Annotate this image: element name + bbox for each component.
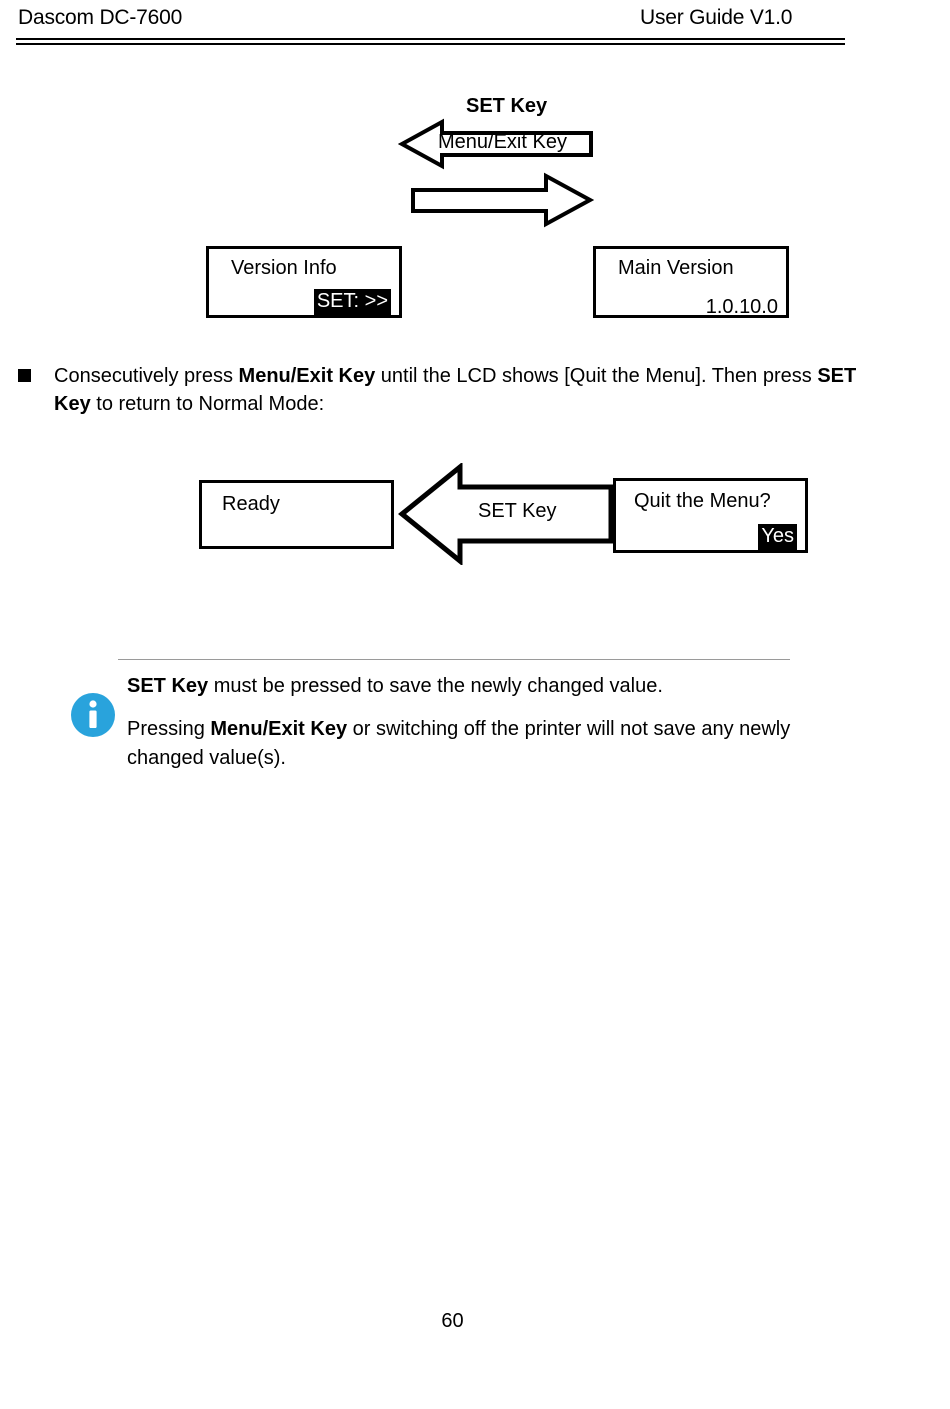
header-guide-title: User Guide V1.0	[640, 6, 793, 29]
note-paragraph-2: Pressing Menu/Exit Key or switching off …	[127, 715, 797, 773]
note-paragraph-1: SET Key must be pressed to save the newl…	[127, 672, 797, 701]
lcd-main-version-line2: 1.0.10.0	[705, 296, 778, 318]
bullet-seg-2: until the LCD shows [Quit the Menu]. The…	[375, 365, 818, 387]
lcd-quit-the-menu-line1: Quit the Menu?	[634, 490, 771, 512]
note-text: SET Key must be pressed to save the newl…	[127, 672, 797, 773]
info-icon	[70, 692, 116, 738]
bullet-paragraph: Consecutively press Menu/Exit Key until …	[18, 362, 898, 418]
right-arrow-icon	[410, 172, 594, 228]
lcd-main-version: Main Version 1.0.10.0	[593, 246, 789, 318]
bullet-paragraph-text: Consecutively press Menu/Exit Key until …	[54, 362, 884, 418]
top-arrow-menu-exit-key-label: Menu/Exit Key	[438, 131, 567, 153]
lcd-version-info-line1: Version Info	[231, 257, 337, 279]
note-divider	[118, 659, 790, 660]
bullet-seg-0: Consecutively press	[54, 365, 239, 387]
header-product-title: Dascom DC-7600	[18, 6, 183, 29]
lcd-ready-line1: Ready	[222, 493, 280, 515]
lcd-quit-the-menu-line2: Yes	[758, 524, 797, 550]
bottom-arrow-set-key-label: SET Key	[478, 500, 557, 522]
note-p1-seg-0: SET Key	[127, 675, 209, 697]
header-rule-bottom	[16, 43, 845, 45]
bullet-seg-1: Menu/Exit Key	[238, 365, 376, 387]
top-arrow-set-key-label: SET Key	[466, 95, 548, 117]
bullet-seg-4: to return to Normal Mode:	[90, 393, 325, 415]
bullet-seg-3: SET Key	[54, 365, 857, 415]
page-number: 60	[441, 1310, 464, 1332]
left-arrow-icon	[398, 463, 614, 565]
square-bullet-icon	[18, 369, 31, 382]
note-p1-seg-1: must be pressed to save the newly change…	[208, 675, 663, 697]
note-p2-seg-0: Pressing	[127, 718, 211, 740]
note-p2-seg-2: or switching off the printer will not sa…	[127, 718, 791, 769]
page-header: Dascom DC-7600 User Guide V1.0	[0, 0, 950, 46]
lcd-ready: Ready	[199, 480, 394, 549]
lcd-version-info: Version Info SET: >>	[206, 246, 402, 318]
lcd-quit-the-menu: Quit the Menu? Yes	[613, 478, 808, 553]
lcd-version-info-line2: SET: >>	[313, 289, 391, 315]
header-rule-top	[16, 38, 845, 40]
left-arrow-icon	[398, 118, 594, 170]
lcd-main-version-line1: Main Version	[618, 257, 734, 279]
note-p2-seg-1: Menu/Exit Key	[210, 718, 348, 740]
